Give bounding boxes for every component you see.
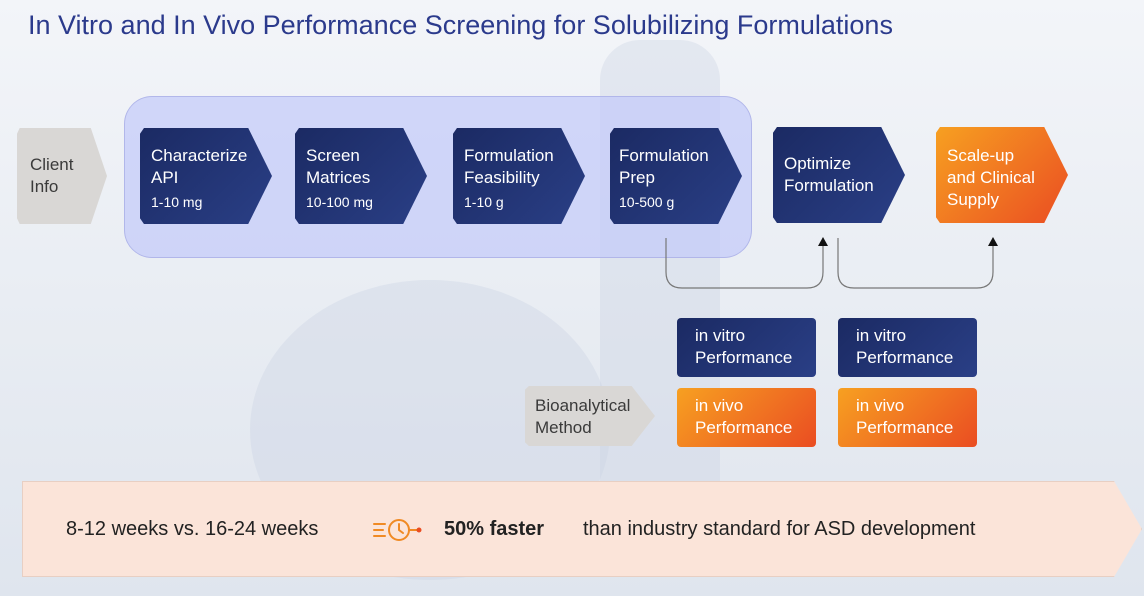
step-scale-up: Scale-up and Clinical Supply bbox=[936, 127, 1068, 223]
step-amount: 10-500 g bbox=[619, 194, 675, 210]
feedback-arrows bbox=[665, 237, 998, 289]
arrowhead bbox=[818, 237, 828, 246]
page-title: In Vitro and In Vivo Performance Screeni… bbox=[28, 10, 893, 40]
step-label: Screen Matrices bbox=[306, 146, 371, 187]
step-label: Optimize Formulation bbox=[784, 154, 874, 195]
step-label: Formulation Prep bbox=[619, 146, 709, 187]
in-vitro-performance-2: in vitro Performance bbox=[838, 318, 977, 377]
step-label: Scale-up and Clinical Supply bbox=[947, 146, 1035, 209]
arrowhead bbox=[988, 237, 998, 246]
arrow-to-optimize bbox=[665, 238, 824, 289]
timeline-comparison: 8-12 weeks vs. 16-24 weeks bbox=[66, 518, 319, 540]
step-formulation-prep: Formulation Prep 10-500 g bbox=[610, 128, 742, 224]
step-amount: 10-100 mg bbox=[306, 194, 373, 210]
speed-note: than industry standard for ASD developme… bbox=[583, 518, 976, 540]
bioanalytical-label: Bioanalytical Method bbox=[535, 396, 631, 437]
step-label: Client Info bbox=[30, 155, 74, 196]
arrow-to-scale-up bbox=[837, 238, 994, 289]
timeline-banner bbox=[22, 481, 1142, 577]
step-characterize-api: Characterize API 1-10 mg bbox=[140, 128, 272, 224]
step-label: Characterize API bbox=[151, 146, 248, 187]
step-formulation-feasibility: Formulation Feasibility 1-10 g bbox=[453, 128, 585, 224]
in-vivo-performance-1: in vivo Performance bbox=[677, 388, 816, 447]
step-label: Formulation Feasibility bbox=[464, 146, 554, 187]
speed-highlight: 50% faster bbox=[444, 518, 545, 540]
step-optimize-formulation: Optimize Formulation bbox=[773, 127, 905, 223]
in-vitro-performance-1: in vitro Performance bbox=[677, 318, 816, 377]
step-client-info: Client Info bbox=[17, 128, 107, 224]
step-screen-matrices: Screen Matrices 10-100 mg bbox=[295, 128, 427, 224]
step-amount: 1-10 g bbox=[464, 194, 504, 210]
step-amount: 1-10 mg bbox=[151, 194, 203, 210]
bioanalytical-method: Bioanalytical Method bbox=[525, 386, 655, 446]
in-vivo-performance-2: in vivo Performance bbox=[838, 388, 977, 447]
fast-clock-icon bbox=[373, 519, 422, 541]
